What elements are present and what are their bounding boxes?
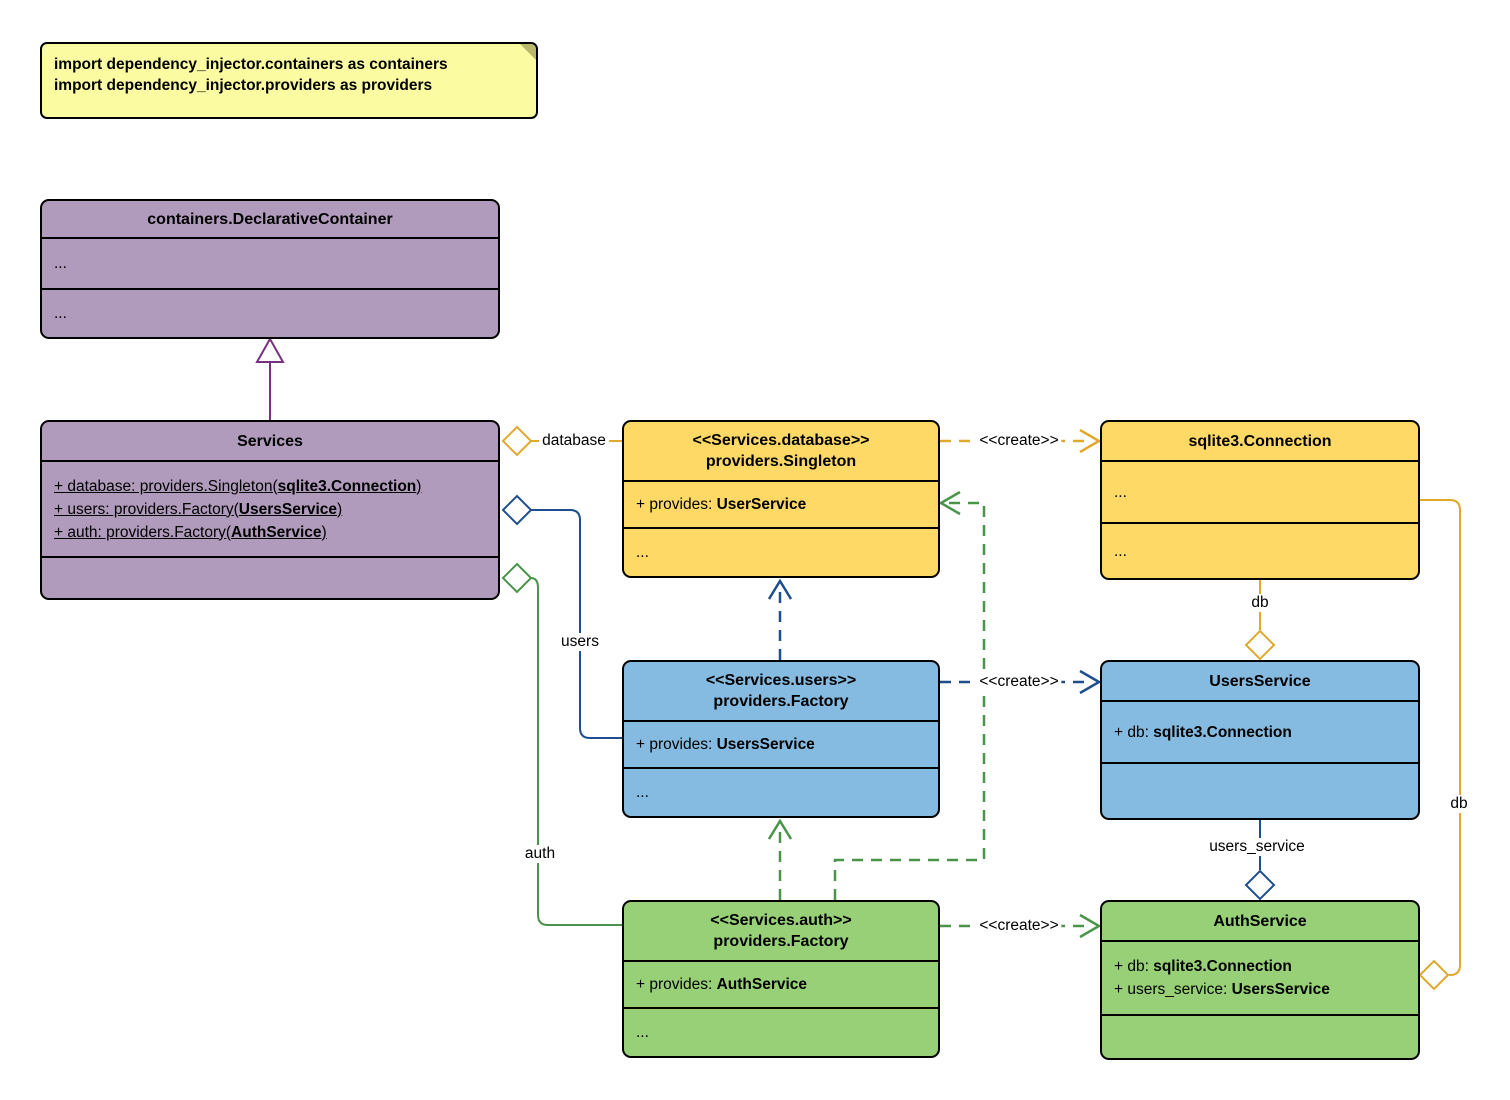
create-auth-edge (940, 913, 1102, 939)
edge-label-users: users (558, 633, 602, 651)
class-section: ... (42, 237, 498, 288)
attribute-row: + auth: providers.Factory(AuthService) (54, 523, 327, 541)
class-section-empty (42, 556, 498, 598)
class-stereotype: <<Services.users>> (705, 672, 857, 689)
class-title: containers.DeclarativeContainer (147, 210, 393, 228)
edge-label-users-service: users_service (1206, 838, 1308, 856)
class-title: UsersService (1209, 672, 1311, 690)
edge-label-create-database: <<create>> (976, 432, 1062, 450)
class-services: Services + database: providers.Singleton… (40, 420, 500, 600)
attribute-row: + database: providers.Singleton(sqlite3.… (54, 477, 422, 495)
edge-label-database: database (539, 432, 609, 450)
db-aggregation-edge (1244, 580, 1276, 661)
attribute-row: + users_service: UsersService (1114, 981, 1330, 998)
note-line: import dependency_injector.containers as… (54, 56, 448, 73)
note-fold-icon (520, 44, 536, 60)
users-to-singleton-dependency-edge (767, 578, 793, 660)
class-attributes: + provides: UserService (624, 480, 938, 527)
create-users-edge (940, 669, 1102, 695)
class-attributes: + db: sqlite3.Connection (1102, 700, 1418, 762)
class-section: ... (624, 527, 938, 576)
class-section: ... (1102, 460, 1418, 522)
class-section-empty (1102, 1014, 1418, 1058)
class-section: ... (1102, 522, 1418, 578)
attribute-row: + provides: AuthService (636, 976, 808, 993)
edge-label-db-right: db (1447, 795, 1471, 813)
class-title: <<Services.users>> providers.Factory (705, 672, 857, 710)
class-attributes: + database: providers.Singleton(sqlite3.… (42, 460, 498, 556)
attribute-row: + provides: UsersService (636, 736, 815, 753)
class-stereotype: <<Services.auth>> (710, 912, 852, 929)
auth-to-users-dependency-edge (767, 818, 793, 900)
create-database-edge (940, 428, 1102, 454)
class-title: Services (237, 432, 303, 450)
class-declarative-container: containers.DeclarativeContainer ... ... (40, 199, 500, 339)
class-database-singleton: <<Services.database>> providers.Singleto… (622, 420, 940, 578)
attribute-row: + db: sqlite3.Connection (1114, 723, 1292, 741)
users-service-aggregation-edge (1244, 820, 1276, 901)
class-title: <<Services.database>> providers.Singleto… (692, 432, 870, 470)
inheritance-edge (255, 336, 285, 420)
auth-to-singleton-dependency-edge (833, 490, 986, 900)
class-attributes: + provides: AuthService (624, 960, 938, 1007)
db-right-aggregation-edge (1418, 499, 1461, 991)
attribute-row: + users: providers.Factory(UsersService) (54, 500, 343, 518)
class-attributes: + db: sqlite3.Connection + users_service… (1102, 940, 1418, 1014)
class-title: sqlite3.Connection (1188, 432, 1332, 450)
class-sqlite-connection: sqlite3.Connection ... ... (1100, 420, 1420, 580)
auth-aggregation-edge (501, 562, 622, 926)
class-stereotype: <<Services.database>> (692, 432, 870, 449)
imports-note: import dependency_injector.containers as… (40, 42, 538, 119)
edge-label-auth: auth (521, 845, 559, 863)
edge-label-create-auth: <<create>> (976, 917, 1062, 935)
class-section: ... (624, 767, 938, 816)
users-aggregation-edge (501, 494, 622, 739)
class-auth-service: AuthService + db: sqlite3.Connection + u… (1100, 900, 1420, 1060)
edge-label-db-middle: db (1248, 594, 1272, 612)
note-line: import dependency_injector.providers as … (54, 77, 433, 94)
attribute-row: + provides: UserService (636, 496, 807, 513)
class-users-service: UsersService + db: sqlite3.Connection (1100, 660, 1420, 820)
class-section-empty (1102, 762, 1418, 818)
class-users-factory: <<Services.users>> providers.Factory + p… (622, 660, 940, 818)
class-title: <<Services.auth>> providers.Factory (710, 912, 852, 950)
class-attributes: + provides: UsersService (624, 720, 938, 767)
class-title: AuthService (1213, 912, 1307, 930)
class-section: ... (624, 1007, 938, 1056)
edge-label-create-users: <<create>> (976, 673, 1062, 691)
class-section: ... (42, 288, 498, 337)
attribute-row: + db: sqlite3.Connection (1114, 958, 1292, 975)
class-auth-factory: <<Services.auth>> providers.Factory + pr… (622, 900, 940, 1058)
